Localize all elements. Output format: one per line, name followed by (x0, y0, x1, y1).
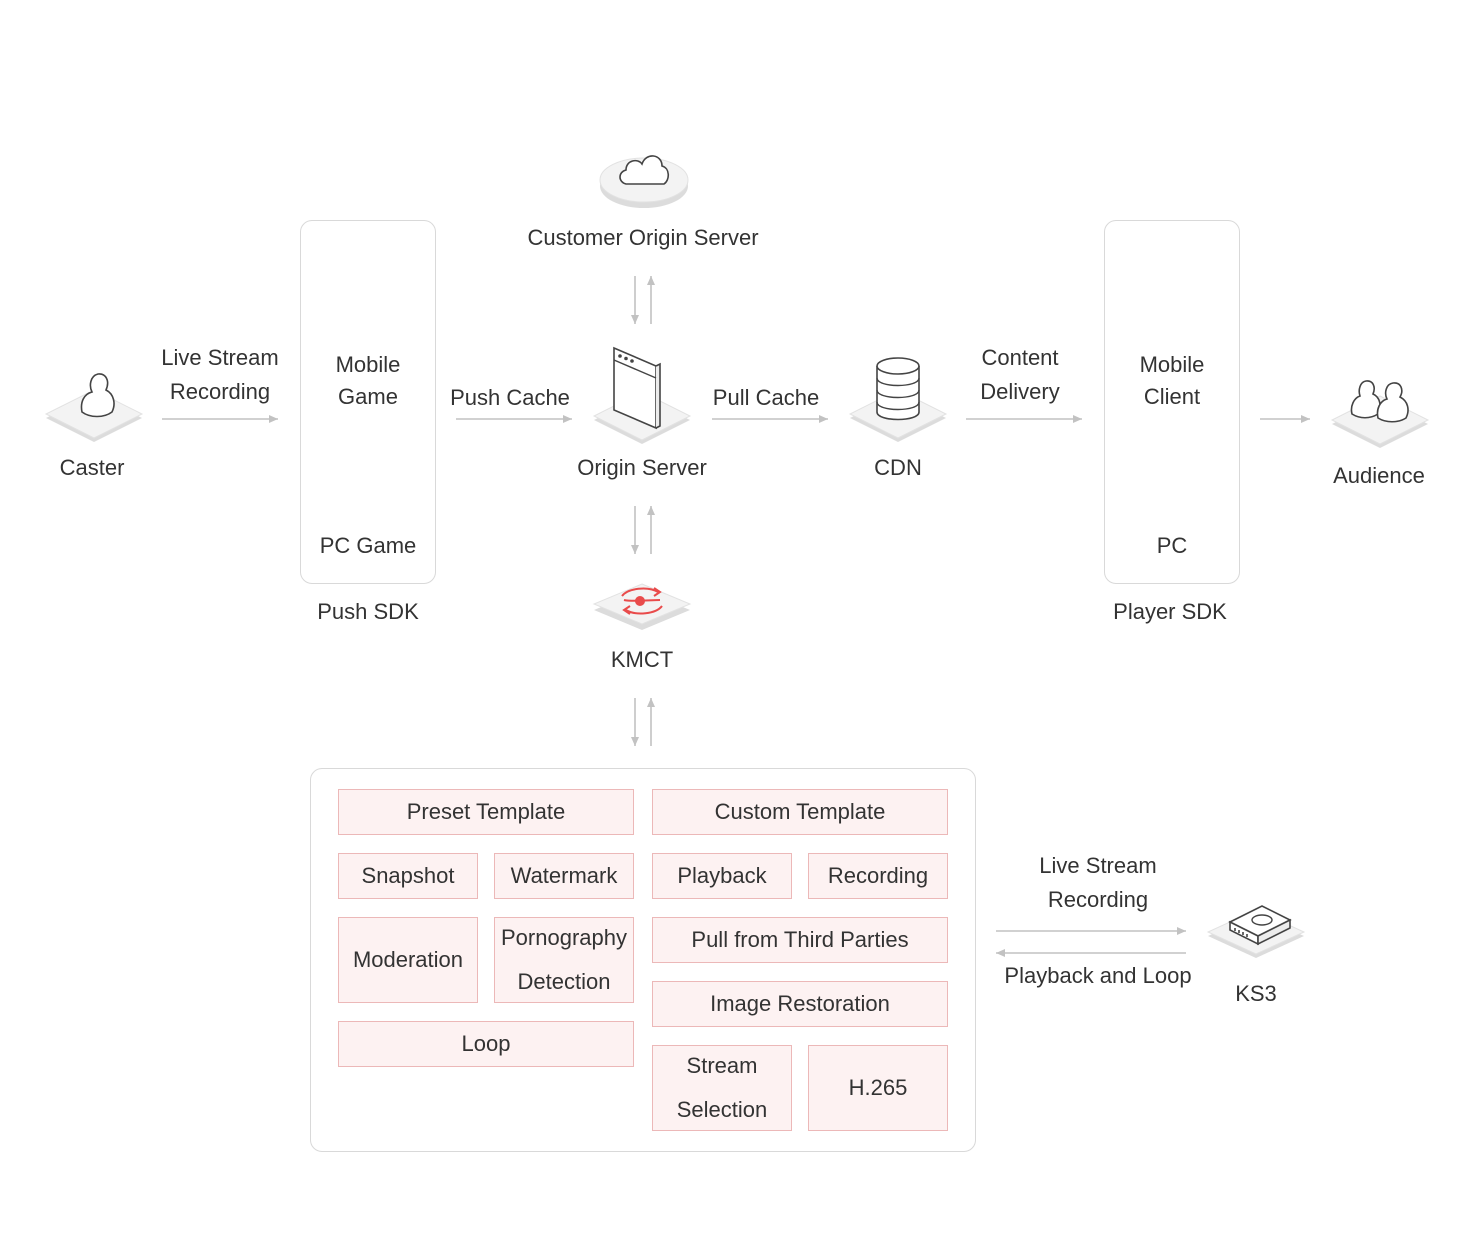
kmct-label: KMCT (610, 647, 674, 672)
push-sdk-label: Push SDK (317, 599, 419, 624)
pc-game-label: PC Game (319, 533, 417, 558)
ks3-storage-icon (1206, 905, 1306, 958)
origin-server-window-icon (592, 346, 692, 444)
push-sdk-group (300, 220, 436, 584)
customer-origin-cloud-icon (599, 155, 689, 208)
ks3-recording-edge-label: Live Stream Recording (1039, 853, 1157, 912)
pull-cache-edge-label: Pull Cache (712, 385, 820, 410)
audience-people-icon (1330, 380, 1430, 448)
feature-stream-selection: Stream Selection (652, 1045, 792, 1131)
feature-recording: Recording (808, 853, 948, 899)
kmct-transcode-icon (592, 583, 692, 630)
ks3-label: KS3 (1235, 981, 1277, 1006)
cdn-database-icon (848, 357, 948, 442)
cdn-label: CDN (874, 455, 922, 480)
feature-moderation: Moderation (338, 917, 478, 1003)
push-cache-edge-label: Push Cache (450, 385, 570, 410)
player-sdk-group (1104, 220, 1240, 584)
feature-preset-template: Preset Template (338, 789, 634, 835)
pc-label: PC (1156, 533, 1188, 558)
mobile-game-label: Mobile Game (335, 352, 401, 409)
content-delivery-edge-label: Content Delivery (980, 345, 1060, 404)
feature-playback: Playback (652, 853, 792, 899)
feature-h265: H.265 (808, 1045, 948, 1131)
audience-label: Audience (1333, 463, 1425, 488)
feature-watermark: Watermark (494, 853, 634, 899)
mobile-client-label: Mobile Client (1139, 352, 1205, 409)
live-stream-recording-edge-label: Live Stream Recording (161, 345, 279, 404)
feature-snapshot: Snapshot (338, 853, 478, 899)
feature-loop: Loop (338, 1021, 634, 1067)
caster-person-icon (44, 373, 144, 442)
feature-pull-third-parties: Pull from Third Parties (652, 917, 948, 963)
player-sdk-label: Player SDK (1113, 599, 1227, 624)
customer-origin-server-label: Customer Origin Server (527, 225, 759, 250)
feature-custom-template: Custom Template (652, 789, 948, 835)
caster-label: Caster (59, 455, 125, 480)
feature-image-restoration: Image Restoration (652, 981, 948, 1027)
feature-pornography-detection: Pornography Detection (494, 917, 634, 1003)
origin-server-label: Origin Server (577, 455, 707, 480)
ks3-playback-edge-label: Playback and Loop (1004, 963, 1192, 988)
